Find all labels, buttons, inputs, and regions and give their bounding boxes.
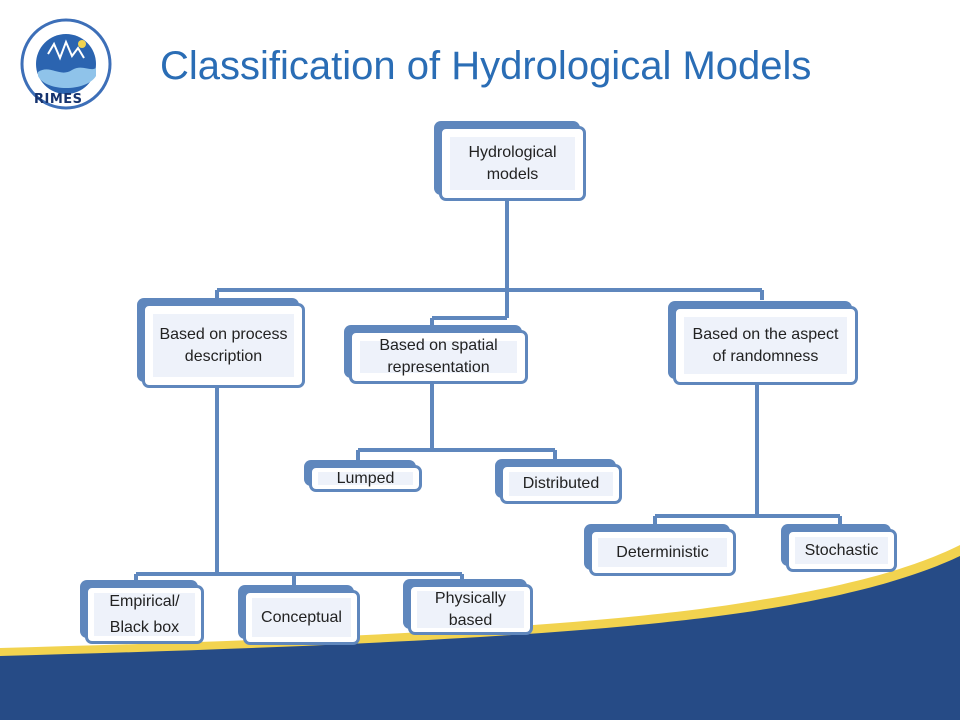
node-label: Stochastic	[804, 541, 879, 559]
logo-text: RIMES	[34, 92, 83, 107]
node-lumped: Lumped	[304, 460, 422, 492]
node-empirical: Empirical/ Black box	[80, 580, 204, 644]
slide-title: Classification of Hydrological Models	[160, 44, 812, 88]
node-stochastic: Stochastic	[781, 524, 897, 572]
node-label: Physically based	[434, 589, 507, 629]
node-hydrological-models: Hydrological models	[434, 121, 586, 201]
node-conceptual: Conceptual	[238, 585, 360, 645]
node-deterministic: Deterministic	[584, 524, 736, 576]
node-spatial-representation: Based on spatial representation	[344, 325, 528, 384]
node-label: Based on the aspect of randomness	[692, 325, 839, 365]
node-randomness: Based on the aspect of randomness	[668, 301, 858, 385]
node-label: Based on process description	[159, 325, 288, 365]
rimes-logo	[14, 14, 118, 118]
connector-lines	[134, 198, 842, 586]
node-label: Distributed	[522, 475, 600, 492]
node-physically-based: Physically based	[403, 579, 533, 635]
node-process-description: Based on process description	[137, 298, 305, 388]
footer-wave	[0, 556, 960, 720]
rimes-globe-icon	[20, 18, 112, 110]
node-label: Hydrological models	[468, 143, 557, 183]
node-label: Deterministic	[616, 543, 709, 561]
node-label: Lumped	[336, 469, 395, 487]
node-label: Based on spatial representation	[379, 337, 498, 376]
node-label: Conceptual	[261, 608, 342, 626]
node-distributed: Distributed	[495, 459, 622, 504]
node-label: Empirical/ Black box	[109, 592, 180, 636]
